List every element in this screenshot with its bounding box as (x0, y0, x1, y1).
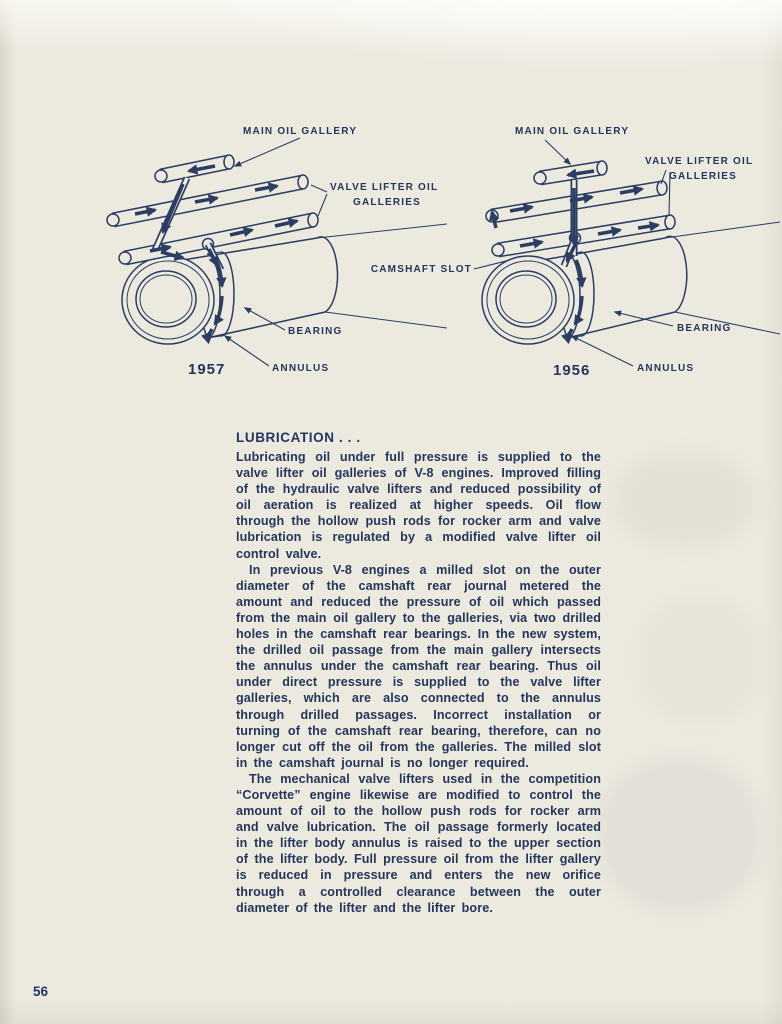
camshaft-cylinder (121, 223, 448, 345)
label-bearing: BEARING (288, 326, 343, 337)
figure-year-1956: 1956 (553, 362, 590, 379)
label-main-oil-gallery: MAIN OIL GALLERY (243, 126, 357, 137)
label-galleries: GALLERIES (669, 171, 737, 182)
paragraph-2: In previous V-8 engines a milled slot on… (236, 562, 601, 770)
figure-1957: MAIN OIL GALLERY VALVE LIFTER OIL GALLER… (95, 108, 455, 393)
page-number: 56 (33, 984, 49, 999)
label-valve-lifter-oil: VALVE LIFTER OIL (645, 156, 753, 167)
label-galleries: GALLERIES (353, 197, 421, 208)
oil-flow-arrows (488, 168, 661, 345)
label-valve-lifter-oil: VALVE LIFTER OIL (330, 182, 438, 193)
label-annulus: ANNULUS (272, 363, 329, 374)
leader-lines (473, 139, 674, 367)
article-lubrication: LUBRICATION . . . Lubricating oil under … (236, 430, 601, 916)
figure-year-1957: 1957 (188, 361, 225, 378)
label-camshaft-slot: CAMSHAFT SLOT (371, 264, 472, 275)
label-annulus: ANNULUS (637, 363, 694, 374)
label-bearing: BEARING (677, 323, 732, 334)
paragraph-3: The mechanical valve lifters used in the… (236, 771, 601, 915)
paragraph-1: Lubricating oil under full pressure is s… (236, 450, 601, 561)
show-through-smudge (640, 600, 760, 720)
oil-flow-arrows (134, 164, 300, 345)
show-through-smudge (600, 760, 760, 910)
figure-1956-diagram: MAIN OIL GALLERY VALVE LIFTER OIL GALLER… (371, 126, 781, 379)
figure-1957-diagram: MAIN OIL GALLERY VALVE LIFTER OIL GALLER… (106, 126, 448, 378)
leader-lines (223, 137, 328, 367)
show-through-smudge (615, 455, 755, 545)
article-heading: LUBRICATION . . . (236, 430, 361, 445)
figure-1956: MAIN OIL GALLERY VALVE LIFTER OIL GALLER… (370, 108, 782, 393)
label-main-oil-gallery: MAIN OIL GALLERY (515, 126, 629, 137)
